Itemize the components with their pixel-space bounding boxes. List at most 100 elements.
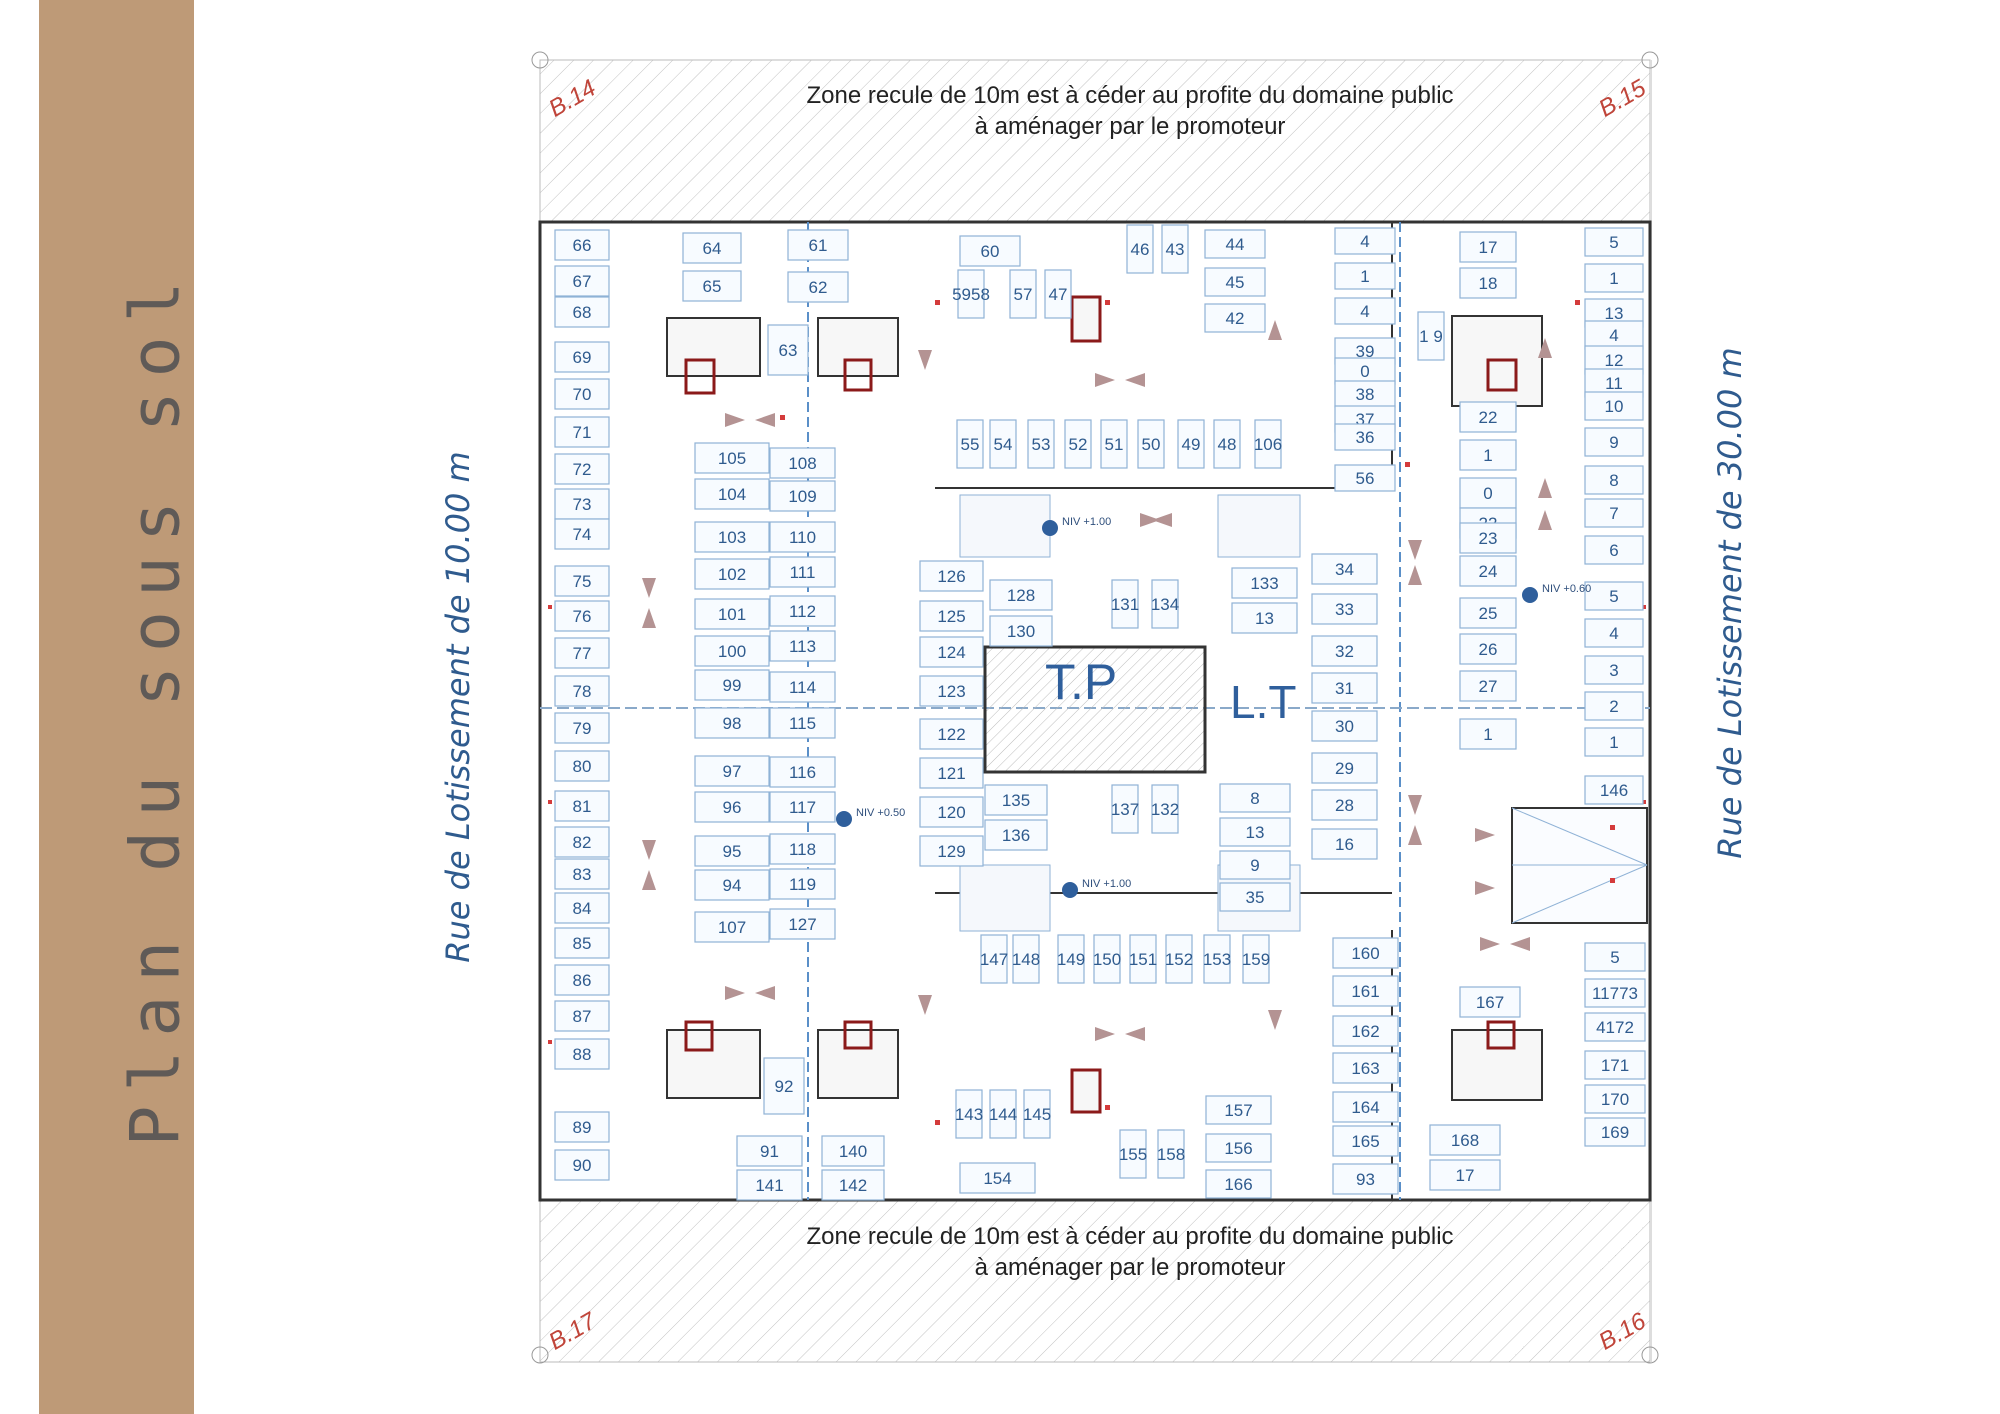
parking-spot [919,796,984,828]
parking-spot-number: 81 [573,797,592,816]
parking-spot [1311,593,1378,625]
parking-spot-number: 151 [1129,950,1157,969]
setback-note-top-line2: à aménager par le promoteur [974,113,1286,140]
parking-spot [1459,477,1517,509]
parking-spot [1111,579,1139,629]
parking-spot-number: 144 [989,1105,1017,1124]
parking-spot [1311,672,1378,704]
parking-spot-number: 132 [1151,800,1179,819]
parking-spot-number: 109 [788,487,816,506]
parking-spot [919,600,984,632]
parking-spot [694,835,770,867]
parking-spot-number: 31 [1335,679,1354,698]
parking-spot [554,858,610,890]
parking-spot-number: 98 [723,714,742,733]
parking-spot [1009,269,1037,319]
parking-spot [919,757,984,789]
parking-spot-number: 2 [1609,697,1618,716]
parking-spot-number: 90 [573,1156,592,1175]
parking-spot [554,637,610,669]
parking-spot [1311,635,1378,667]
parking-spot-number: 10 [1605,397,1624,416]
parking-spot-number: 114 [789,678,816,697]
parking-spot-number: 86 [573,971,592,990]
parking-spot-number: 43 [1166,240,1185,259]
parking-spot [1459,522,1517,554]
parking-spot-number: 149 [1057,950,1085,969]
parking-spot [694,669,770,701]
parking-spot [554,790,610,822]
parking-spot [1334,297,1396,325]
parking-spot [1126,224,1154,274]
parking-spot [769,908,836,940]
parking-spot [1311,553,1378,585]
parking-spot [1023,1089,1051,1139]
parking-spot [1459,439,1517,471]
parking-spot [984,819,1048,851]
parking-spot-number: 50 [1142,435,1161,454]
parking-spot [1584,1117,1646,1147]
parking-spot-number: 62 [809,278,828,297]
parking-spot [919,835,984,867]
parking-spot [1334,227,1396,255]
parking-spot [1311,710,1378,742]
parking-spot [1334,423,1396,451]
parking-spot-number: 54 [994,435,1013,454]
level-marker-label: NIV +1.00 [1082,878,1131,890]
parking-spot-number: 131 [1111,595,1139,614]
parking-spot-number: 16 [1335,835,1354,854]
parking-spot [1584,978,1646,1008]
parking-spot [554,964,610,996]
setback-note-bottom-line2: à aménager par le promoteur [974,1254,1286,1281]
parking-spot-number: 32 [1335,642,1354,661]
parking-spot-number: 166 [1224,1175,1252,1194]
parking-spot [1157,1129,1185,1179]
parking-spot-number: 153 [1203,950,1231,969]
parking-spot [1584,1050,1646,1080]
parking-spot-number: 34 [1335,560,1354,579]
parking-spot-number: 30 [1335,717,1354,736]
parking-spot-number: 68 [573,303,592,322]
parking-spot-number: 142 [839,1176,867,1195]
parking-spot [736,1169,803,1201]
central-block [983,645,1207,774]
parking-spot-number: 72 [573,460,592,479]
parking-spot-number: 1 [1609,269,1618,288]
parking-spot-number: 124 [937,643,965,662]
parking-spot [1231,602,1298,634]
parking-spot-number: 44 [1226,235,1245,254]
parking-spot-number: 80 [573,757,592,776]
parking-spot [769,556,836,588]
parking-spot-number: 116 [789,763,816,782]
parking-spot-number: 24 [1479,562,1498,581]
parking-spot [1332,1015,1399,1047]
parking-spot [1584,227,1644,257]
parking-spot-number: 125 [937,607,965,626]
parking-spot [554,518,610,550]
parking-spot-number: 127 [788,915,816,934]
parking-spot [554,600,610,632]
parking-spot [682,232,742,264]
parking-spot-number: 134 [1151,595,1179,614]
parking-spot [694,478,770,510]
central-label-tp: T.P [1045,654,1118,710]
parking-spot [959,1162,1036,1194]
parking-spot-number: 5958 [952,285,990,304]
parking-spot-number: 48 [1218,435,1237,454]
parking-spot [1584,581,1644,611]
parking-spot-number: 5 [1610,948,1619,967]
parking-spot-number: 46 [1131,240,1150,259]
parking-spot [554,296,610,328]
parking-spot [1219,817,1291,847]
parking-spot-number: 64 [703,239,722,258]
parking-spot-number: 168 [1451,1131,1479,1150]
parking-spot [736,1135,803,1167]
parking-spot-number: 156 [1224,1139,1252,1158]
parking-spot [787,271,849,303]
parking-spot [919,636,984,668]
parking-spot [1129,934,1157,984]
parking-spot-number: 71 [573,423,592,442]
parking-spot-number: 78 [573,682,592,701]
parking-spot [959,235,1021,267]
parking-spot-number: 97 [723,762,742,781]
